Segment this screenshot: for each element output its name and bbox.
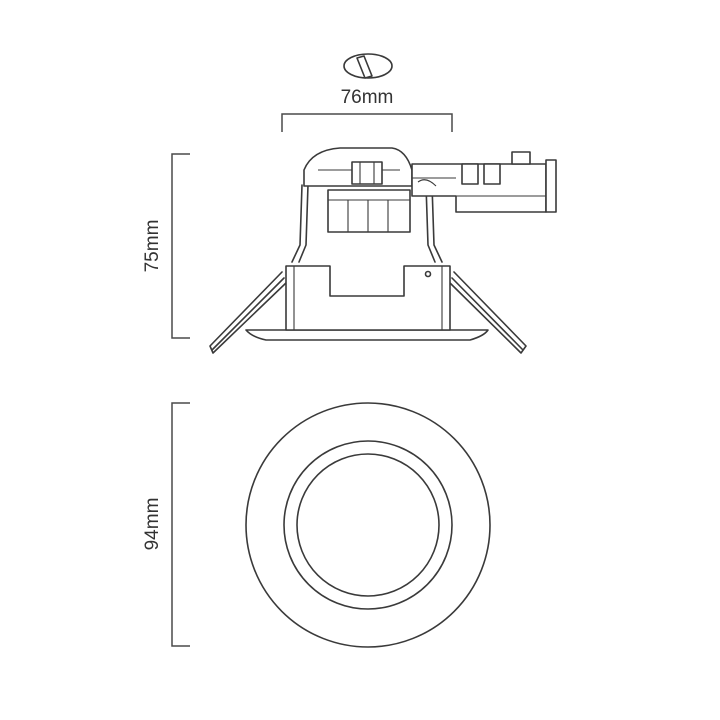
spring-clip-right bbox=[448, 271, 527, 354]
bezel-flange bbox=[245, 329, 489, 341]
diameter-dimension: 94mm bbox=[142, 402, 190, 647]
middle-ring-circle bbox=[283, 440, 453, 610]
width-dimension: 76mm bbox=[281, 87, 453, 132]
spring-clip-left bbox=[209, 271, 288, 354]
inner-aperture-circle bbox=[296, 453, 440, 597]
outer-bezel-circle bbox=[245, 402, 491, 648]
width-dimension-label: 76mm bbox=[341, 87, 394, 108]
height-dimension-label: 75mm bbox=[142, 220, 163, 273]
side-view bbox=[209, 147, 557, 354]
diameter-dimension-label: 94mm bbox=[142, 498, 163, 551]
tilt-icon bbox=[343, 53, 393, 79]
front-view bbox=[245, 402, 491, 648]
height-dimension: 75mm bbox=[142, 153, 190, 339]
lamp-holder bbox=[327, 189, 411, 233]
lamp-housing bbox=[285, 265, 451, 331]
